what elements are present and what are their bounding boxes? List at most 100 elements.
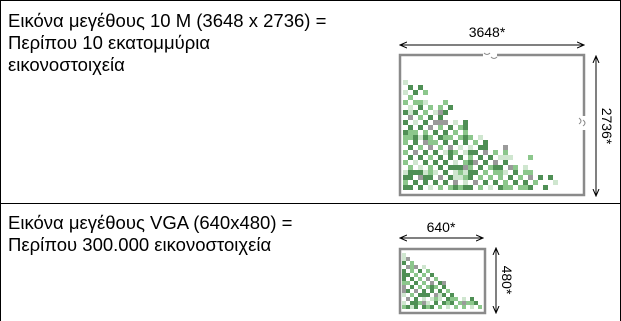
- pixel-cell: [458, 155, 463, 160]
- pixel-cell: [413, 150, 418, 155]
- pixel-cell: [418, 185, 423, 190]
- pixel-cell: [430, 281, 434, 285]
- pixel-cell: [402, 281, 406, 285]
- pixel-cell: [463, 150, 468, 155]
- pixel-cell: [433, 150, 438, 155]
- pixel-cell: [458, 301, 462, 305]
- pixel-cell: [463, 175, 468, 180]
- pixel-cell: [508, 185, 513, 190]
- pixel-cell: [446, 301, 450, 305]
- pixel-cell: [454, 305, 458, 309]
- pixel-cell: [488, 165, 493, 170]
- pixel-cell: [422, 297, 426, 301]
- pixel-cell: [428, 185, 433, 190]
- pixel-cell: [418, 285, 422, 289]
- pixel-cell: [428, 105, 433, 110]
- pixel-cell: [438, 115, 443, 120]
- pixel-cell: [483, 180, 488, 185]
- pixel-cell: [462, 297, 466, 301]
- pixel-cell: [470, 297, 474, 301]
- pixel-cell: [410, 265, 414, 269]
- pixel-cell: [408, 175, 413, 180]
- pixel-cell: [413, 90, 418, 95]
- pixel-cell: [423, 150, 428, 155]
- pixel-cell: [402, 293, 406, 297]
- pixel-cell: [426, 301, 430, 305]
- pixel-cell: [413, 160, 418, 165]
- pixel-cell: [423, 175, 428, 180]
- pixel-cell: [508, 165, 513, 170]
- pixel-cell: [450, 301, 454, 305]
- pixel-cell: [543, 185, 548, 190]
- pixel-cell: [418, 293, 422, 297]
- pixel-cell: [463, 165, 468, 170]
- pixel-cell: [503, 150, 508, 155]
- pixel-cell: [422, 301, 426, 305]
- pixel-cell: [433, 180, 438, 185]
- pixel-cell: [458, 170, 463, 175]
- pixel-cell: [448, 135, 453, 140]
- diagram-10m: 3648* 2736*: [398, 24, 615, 196]
- pixel-cell: [503, 185, 508, 190]
- pixel-cell: [498, 185, 503, 190]
- pixel-cell: [450, 297, 454, 301]
- pixel-cell: [402, 269, 406, 273]
- pixel-cell: [503, 145, 508, 150]
- width-label-vga: 640*: [427, 219, 456, 235]
- pixel-cell: [442, 293, 446, 297]
- pixel-cell: [448, 165, 453, 170]
- pixel-cell: [462, 301, 466, 305]
- row-vga-line-1: Εικόνα μεγέθους VGA (640x480) =: [8, 212, 293, 233]
- pixel-cell: [453, 130, 458, 135]
- pixel-cell: [448, 175, 453, 180]
- pixel-cell: [406, 281, 410, 285]
- pixel-cell: [423, 90, 428, 95]
- pixel-cell: [434, 293, 438, 297]
- pixel-cell: [408, 95, 413, 100]
- pixel-cell: [468, 170, 473, 175]
- pixel-cell: [434, 301, 438, 305]
- pixel-cell: [518, 175, 523, 180]
- pixel-cell: [422, 281, 426, 285]
- pixel-cell: [438, 185, 443, 190]
- pixel-cell: [408, 145, 413, 150]
- pixel-cell: [493, 165, 498, 170]
- row-10m-line-3: εικονοστοιχεία: [8, 54, 125, 75]
- pixel-cell: [450, 293, 454, 297]
- pixel-cell: [403, 180, 408, 185]
- pixel-cell: [468, 135, 473, 140]
- pixel-cell: [418, 269, 422, 273]
- pixel-cell: [443, 140, 448, 145]
- pixel-cell: [403, 80, 408, 85]
- row-divider: [0, 203, 621, 204]
- pixel-cell: [403, 160, 408, 165]
- pixel-cell: [458, 165, 463, 170]
- pixel-cell: [426, 277, 430, 281]
- pixel-cell: [414, 305, 418, 309]
- pixel-cell: [418, 115, 423, 120]
- pixel-cell: [513, 170, 518, 175]
- pixel-cell: [426, 293, 430, 297]
- pixel-cell: [423, 170, 428, 175]
- height-label-10m: 2736*: [599, 108, 615, 145]
- pixel-cell: [413, 140, 418, 145]
- pixel-cell: [414, 281, 418, 285]
- pixel-cell: [453, 120, 458, 125]
- pixel-cell: [410, 285, 414, 289]
- pixel-cell: [408, 125, 413, 130]
- pixel-cell: [473, 140, 478, 145]
- pixel-cell: [446, 297, 450, 301]
- pixel-cell: [403, 130, 408, 135]
- height-label-vga: 480*: [499, 266, 515, 295]
- pixel-cell: [443, 135, 448, 140]
- pixel-cell: [423, 135, 428, 140]
- pixel-cell: [454, 297, 458, 301]
- pixel-cell: [523, 165, 528, 170]
- pixel-cell: [410, 301, 414, 305]
- pixel-cell: [434, 277, 438, 281]
- pixel-cell: [468, 155, 473, 160]
- pixel-cell: [443, 120, 448, 125]
- pixel-cell: [458, 125, 463, 130]
- pixel-cell: [473, 180, 478, 185]
